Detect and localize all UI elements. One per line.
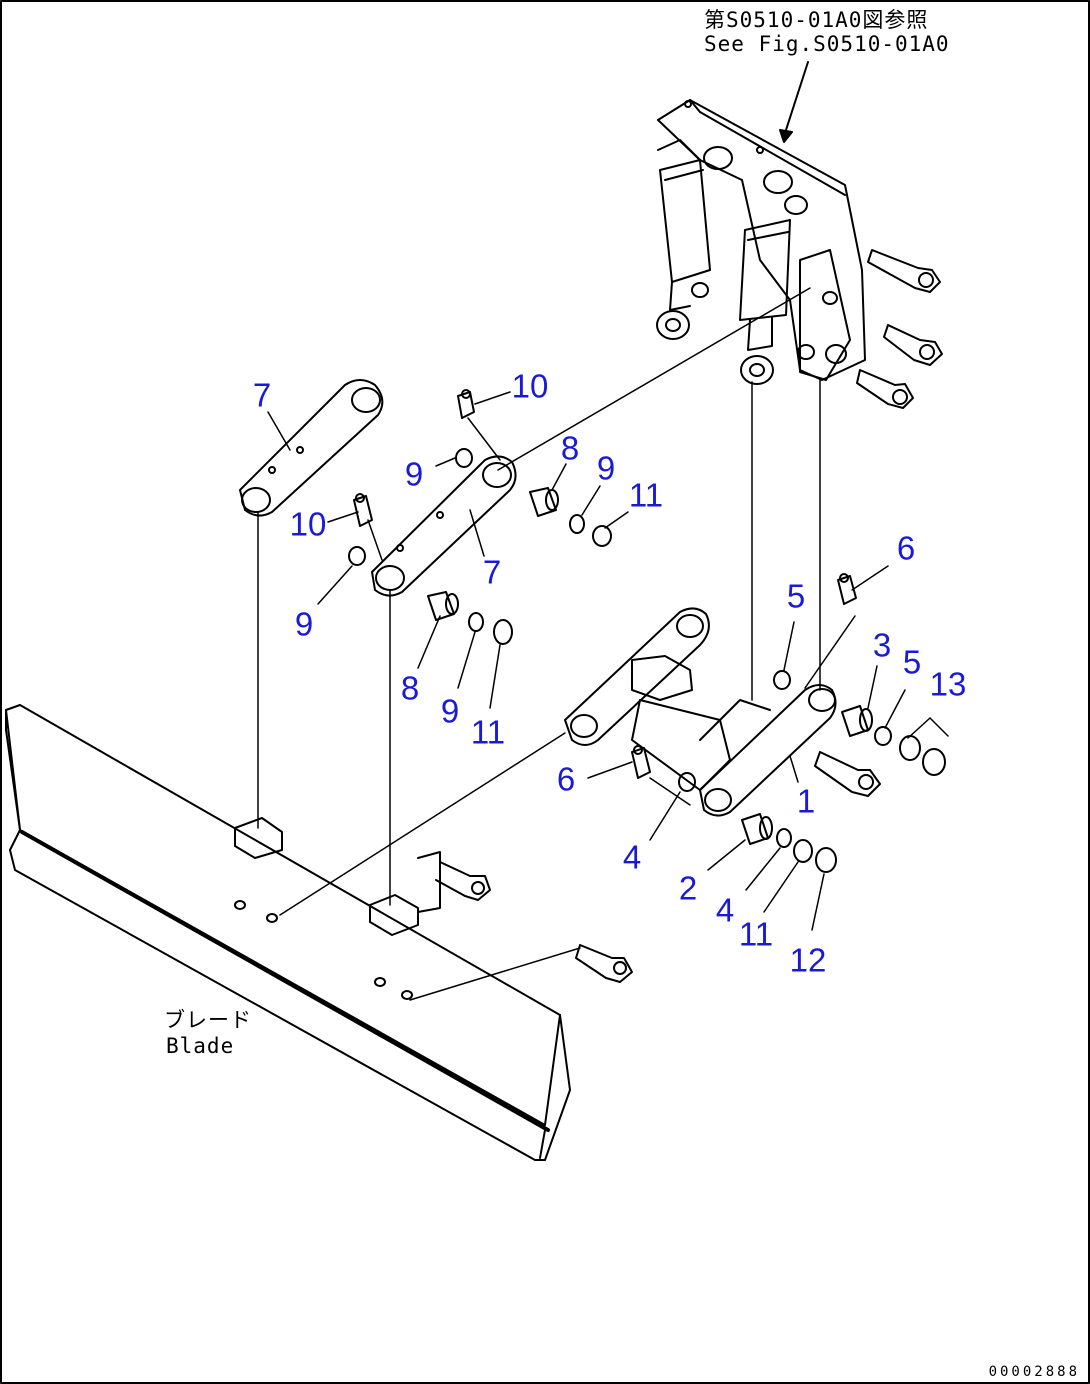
callout-6: 6: [556, 760, 576, 798]
reference-note-en: See Fig.S0510-01A0: [704, 32, 950, 56]
callout-3: 3: [872, 626, 892, 664]
drawing-code: 00002888: [988, 1364, 1080, 1380]
reference-arrow: [779, 61, 809, 143]
blade-label-en: Blade: [166, 1034, 235, 1058]
grease-fittings: [353, 389, 857, 779]
callout-1: 1: [796, 782, 816, 820]
callout-7: 7: [482, 553, 502, 591]
callout-9: 9: [596, 449, 616, 487]
callout-13: 13: [929, 665, 967, 703]
callout-9: 9: [404, 455, 424, 493]
leader-lines: [267, 391, 949, 931]
reference-note-jp: 第S0510-01A0図参照: [704, 8, 929, 32]
callout-11: 11: [628, 476, 664, 514]
lift-frame-1: [564, 607, 837, 817]
callout-12: 12: [789, 941, 827, 979]
callout-10: 10: [511, 367, 549, 405]
lower-pin: [814, 751, 881, 797]
callout-5: 5: [902, 643, 922, 681]
callout-8: 8: [560, 429, 580, 467]
guide-lines: [257, 287, 856, 1001]
callout-4: 4: [715, 891, 735, 929]
blade-drawing: [5, 704, 633, 1161]
callout-4: 4: [622, 838, 642, 876]
cylinder-frame-assembly: [656, 99, 866, 385]
callout-6: 6: [896, 529, 916, 567]
callout-9: 9: [440, 692, 460, 730]
callout-9: 9: [294, 605, 314, 643]
callout-7: 7: [252, 376, 272, 414]
callout-2: 2: [678, 869, 698, 907]
callout-5: 5: [786, 577, 806, 615]
blade-label-jp: ブレード: [164, 1008, 252, 1032]
callout-11: 11: [738, 915, 774, 953]
link-7-left: [239, 379, 384, 517]
upper-pins: [856, 249, 943, 409]
callout-11: 11: [470, 713, 506, 751]
callout-10: 10: [289, 505, 327, 543]
callout-8: 8: [400, 669, 420, 707]
